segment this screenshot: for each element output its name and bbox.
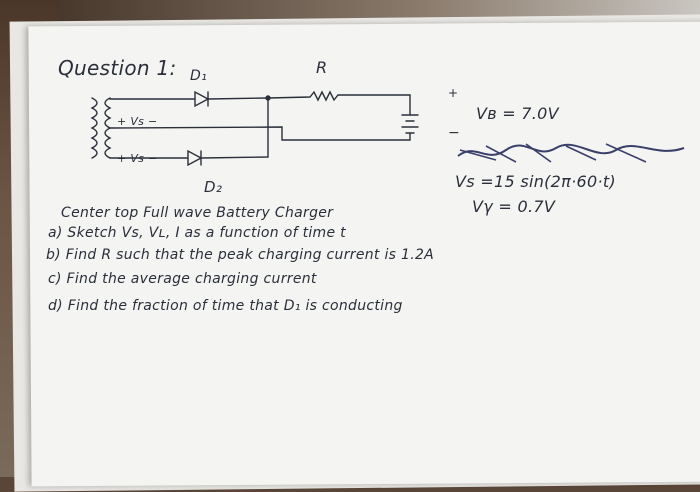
crossed-out-scribble xyxy=(457,143,685,163)
question-title: Question 1: xyxy=(58,56,177,80)
part-c: c) Find the average charging current xyxy=(48,271,317,287)
label-d1: D₁ xyxy=(190,68,207,84)
diode-voltage: Vγ = 0.7V xyxy=(472,197,556,216)
diode-d2 xyxy=(187,149,203,167)
wire-d1-node xyxy=(207,97,269,100)
transformer-coil xyxy=(90,97,98,159)
part-a: a) Sketch Vs, Vʟ, I as a function of tim… xyxy=(48,225,346,241)
battery-voltage: Vʙ = 7.0V xyxy=(476,104,559,123)
wire-d2-node xyxy=(200,97,269,159)
circuit-diagram: + − xyxy=(90,86,460,167)
label-vs-upper: + Vs − xyxy=(117,115,158,128)
resistor xyxy=(267,90,411,102)
label-vs-lower: + Vs − xyxy=(117,152,158,165)
wire-center-tap xyxy=(109,126,411,141)
part-b: b) Find R such that the peak charging cu… xyxy=(46,247,435,263)
junction-dot xyxy=(265,95,271,101)
battery-minus-sign: − xyxy=(448,125,460,141)
battery-symbol xyxy=(401,94,419,141)
part-d: d) Find the fraction of time that D₁ is … xyxy=(48,298,403,314)
diode-d1 xyxy=(194,90,210,108)
battery-plus-sign: + xyxy=(448,86,458,100)
problem-heading: Center top Full wave Battery Charger xyxy=(61,205,334,221)
secondary-coil xyxy=(104,97,112,159)
source-voltage-equation: Vs =15 sin(2π·60·t) xyxy=(455,172,616,191)
label-d2: D₂ xyxy=(204,178,223,196)
label-r: R xyxy=(316,58,328,77)
